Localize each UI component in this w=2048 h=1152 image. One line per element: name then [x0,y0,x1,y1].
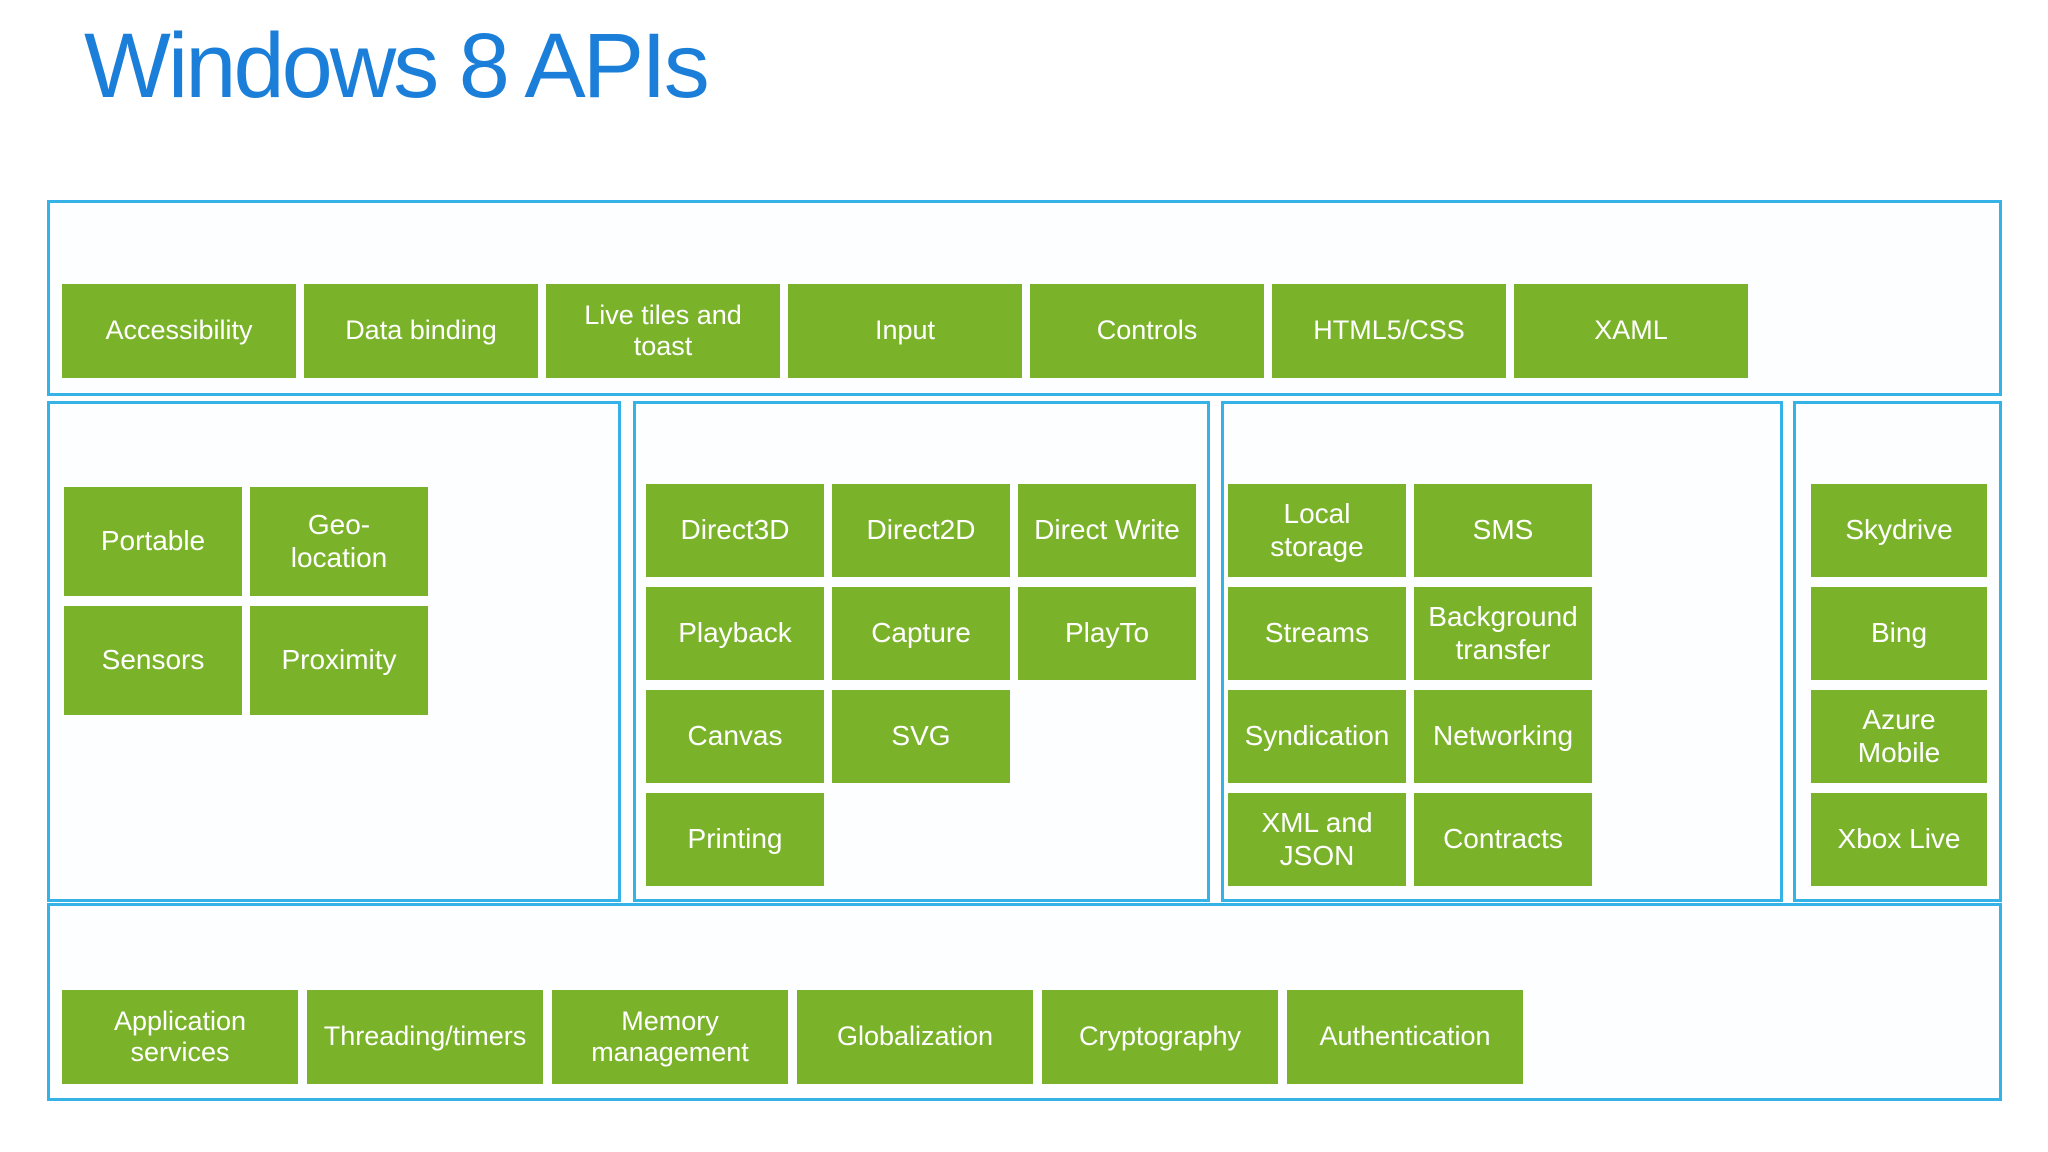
api-tile-portable: Portable [64,487,242,596]
api-tile-xaml: XAML [1514,284,1748,378]
api-tile-html5-css: HTML5/CSS [1272,284,1506,378]
api-tile-memory-management: Memory management [552,990,788,1084]
api-tile-svg: SVG [832,690,1010,783]
api-tile-playback: Playback [646,587,824,680]
api-tile-background-transfer: Background transfer [1414,587,1592,680]
api-tile-controls: Controls [1030,284,1264,378]
api-tile-globalization: Globalization [797,990,1033,1084]
api-tile-data-binding: Data binding [304,284,538,378]
api-tile-playto: PlayTo [1018,587,1196,680]
api-tile-xml-json: XML and JSON [1228,793,1406,886]
api-tile-direct2d: Direct2D [832,484,1010,577]
api-tile-contracts: Contracts [1414,793,1592,886]
api-tile-printing: Printing [646,793,824,886]
api-tile-authentication: Authentication [1287,990,1523,1084]
api-tile-canvas: Canvas [646,690,824,783]
api-tile-direct-write: Direct Write [1018,484,1196,577]
api-tile-bing: Bing [1811,587,1987,680]
api-tile-azure-mobile: Azure Mobile [1811,690,1987,783]
api-tile-syndication: Syndication [1228,690,1406,783]
api-tile-cryptography: Cryptography [1042,990,1278,1084]
api-tile-geo-location: Geo-location [250,487,428,596]
api-tile-sensors: Sensors [64,606,242,715]
api-tile-capture: Capture [832,587,1010,680]
page-title: Windows 8 APIs [84,15,710,117]
api-tile-skydrive: Skydrive [1811,484,1987,577]
api-tile-sms: SMS [1414,484,1592,577]
api-tile-networking: Networking [1414,690,1592,783]
api-tile-streams: Streams [1228,587,1406,680]
api-tile-local-storage: Local storage [1228,484,1406,577]
api-tile-xbox-live: Xbox Live [1811,793,1987,886]
api-tile-threading-timers: Threading/timers [307,990,543,1084]
api-tile-application-services: Application services [62,990,298,1084]
api-tile-accessibility: Accessibility [62,284,296,378]
api-tile-direct3d: Direct3D [646,484,824,577]
api-tile-input: Input [788,284,1022,378]
api-tile-live-tiles-toast: Live tiles and toast [546,284,780,378]
api-tile-proximity: Proximity [250,606,428,715]
